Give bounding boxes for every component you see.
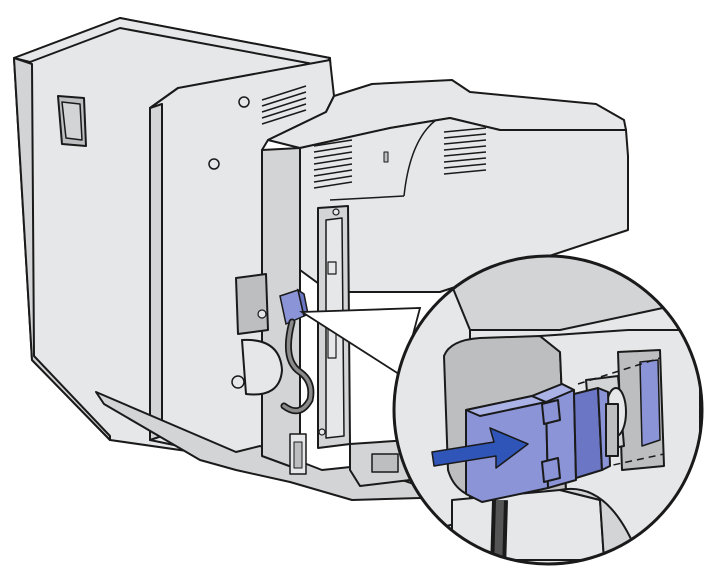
connector-clip-top [541,399,561,425]
bay-screw [257,309,267,319]
board-screw-top [332,208,340,216]
callout-zoom-circle [392,254,704,566]
zoom-card-edge [639,359,661,447]
parallel-connector-icon [279,288,309,326]
board-screw-bottom [318,428,326,436]
rear-top-vents-left [313,139,353,189]
door-vents [261,85,307,125]
rear-lower-vent [371,453,399,473]
connector-latch-top [531,383,575,403]
board-port-1 [327,261,337,275]
insert-arrow-icon [431,427,529,469]
rear-top-vents-right [443,127,487,175]
printer-body [13,17,629,501]
connector-clip-bottom [541,457,561,483]
door-round-feature [241,338,283,396]
rear-door-edge [149,103,163,441]
rear-indicator [383,151,389,163]
door-screw [238,96,250,108]
left-side-face [13,57,111,441]
door-hole [208,158,220,170]
printer-cable-inner [282,320,313,413]
door-small-hole [231,375,245,389]
zoom-parallel-connector [465,383,619,503]
zoom-cable-highlight [494,499,504,564]
power-socket-inner [293,441,303,469]
rear-top-seam-2 [329,195,405,201]
connector-tip [605,403,619,457]
zoom-lower-ledge [451,489,605,561]
rear-top-seam [403,119,437,197]
left-handle-inner [61,101,83,141]
parallel-port-bay [235,273,269,335]
